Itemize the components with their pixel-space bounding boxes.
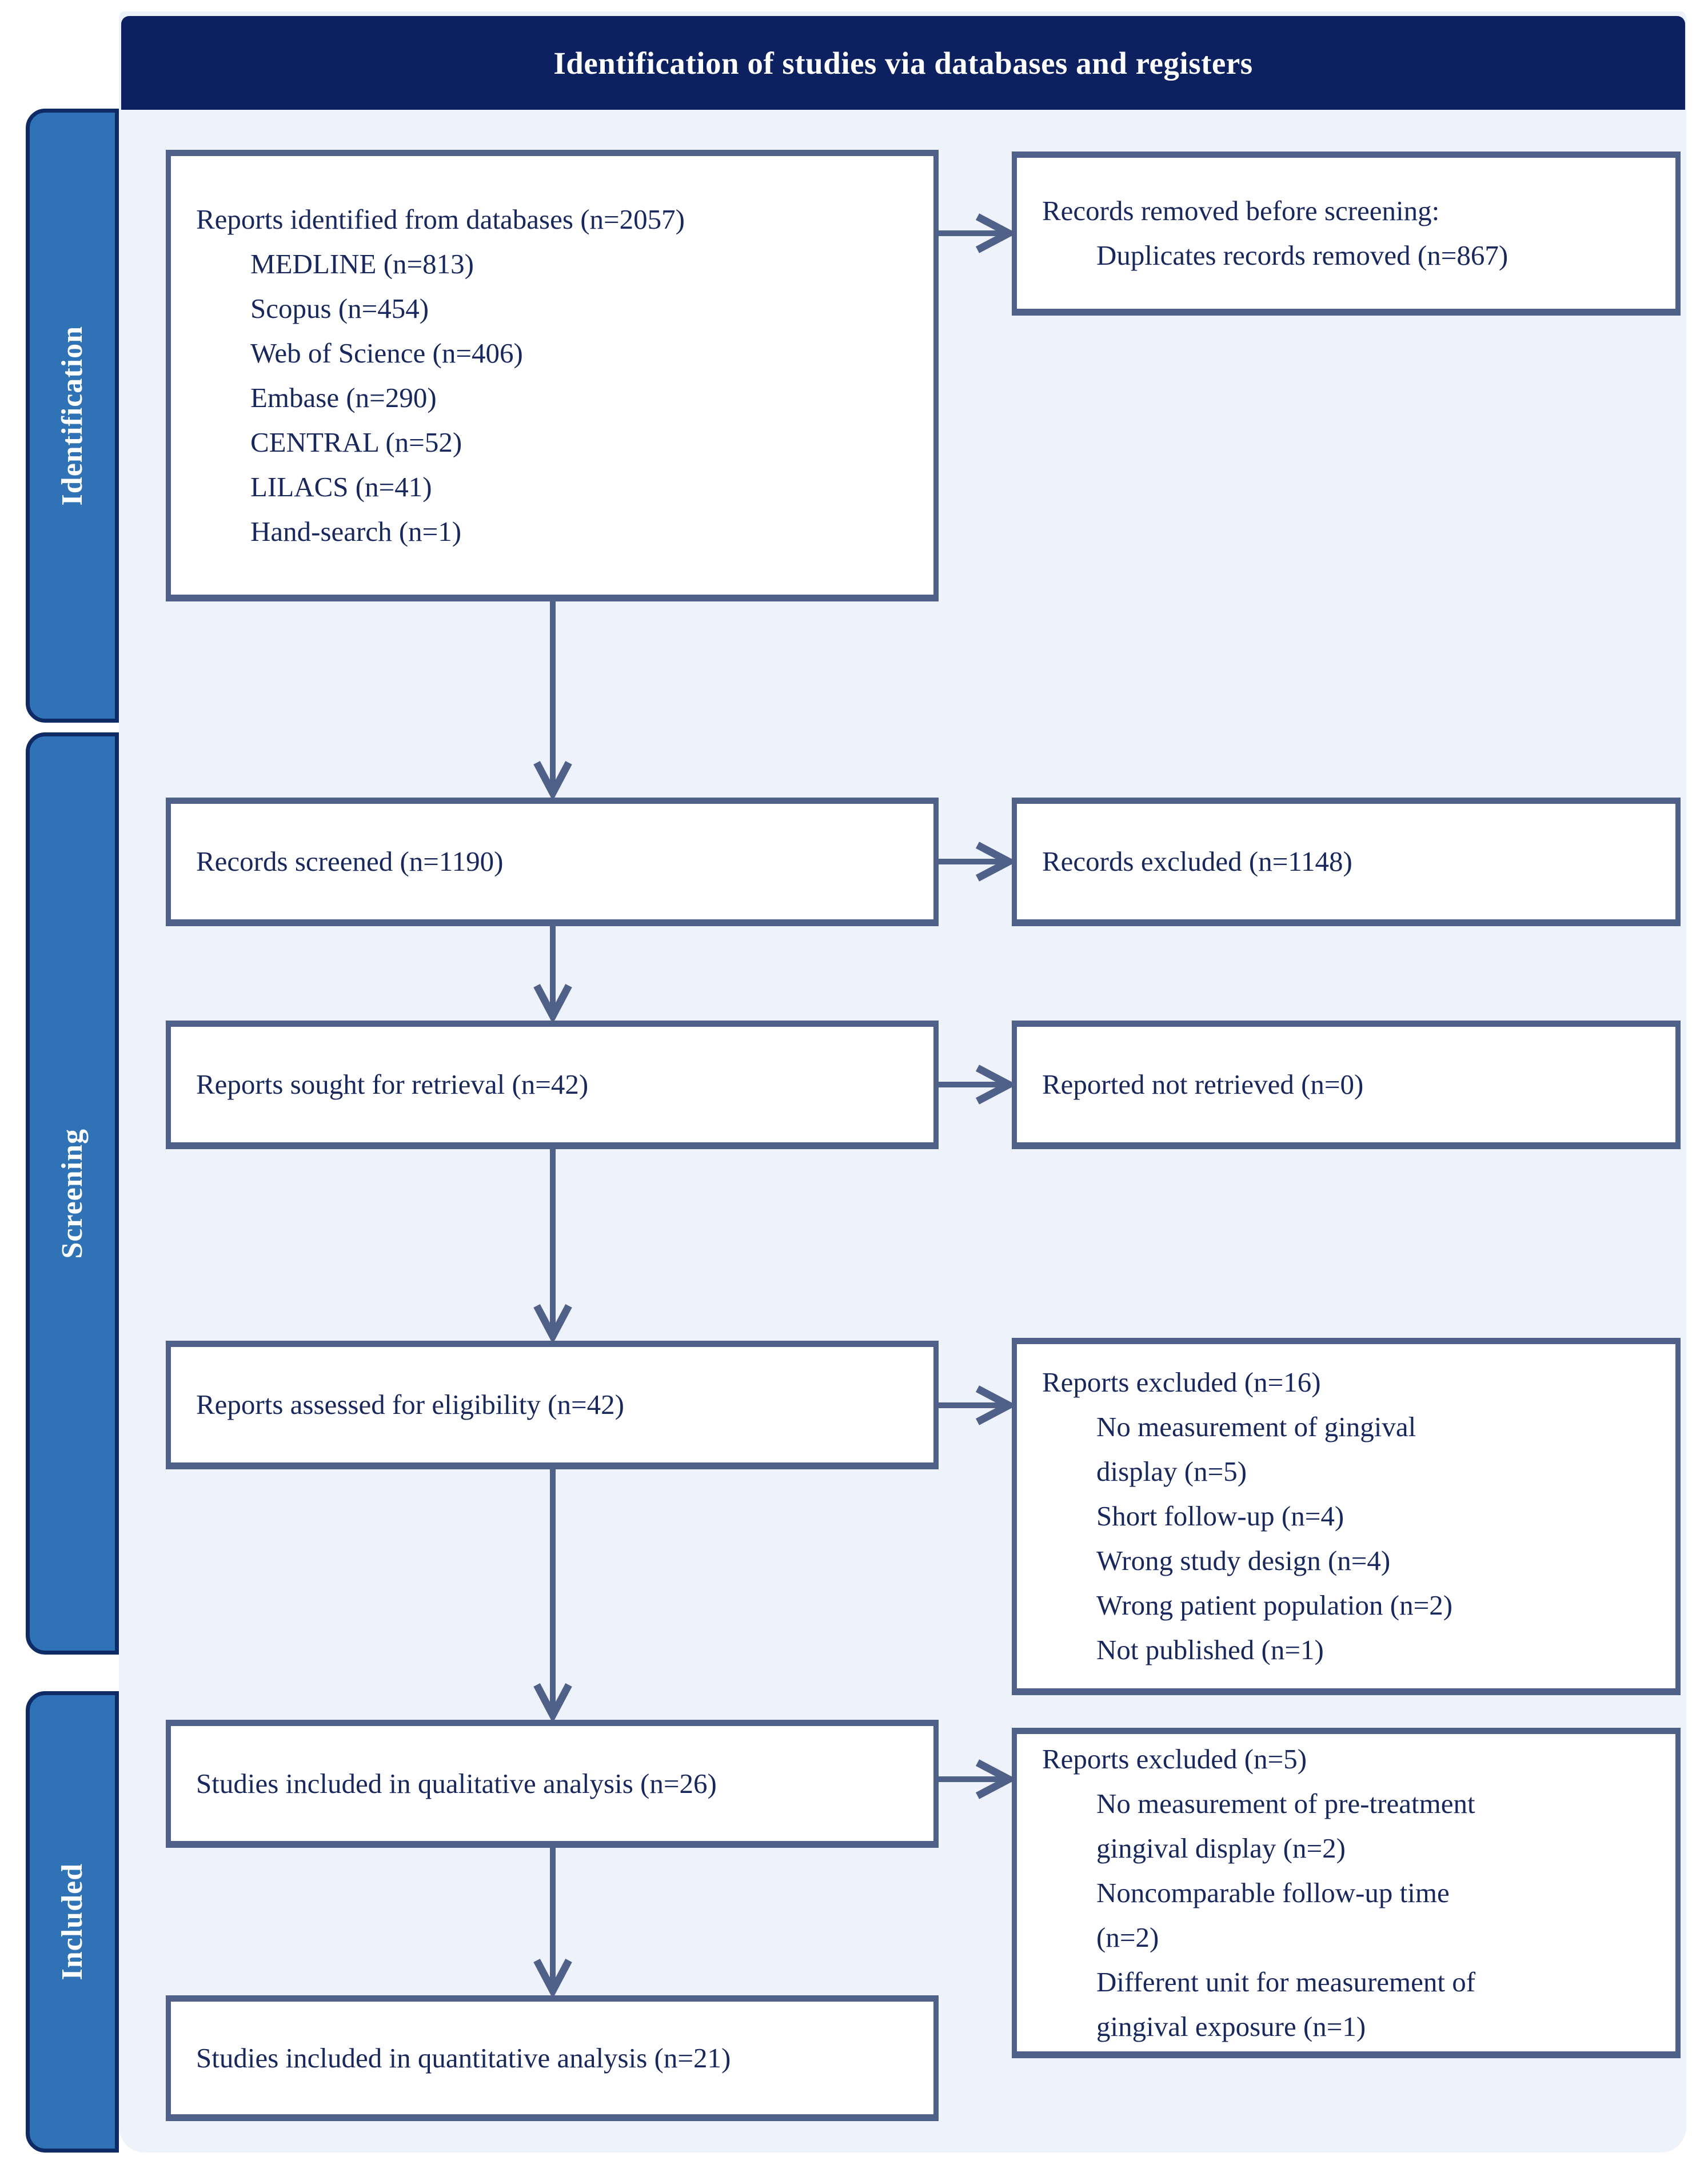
reports-excluded-5-title: Reports excluded (n=5) [1042,1743,1307,1775]
box-reports-excluded-5: Reports excluded (n=5) No measurement of… [1012,1728,1681,2058]
stage-tab-identification: Identification [26,109,119,723]
exclusion-reason: Short follow-up (n=4) [1096,1500,1344,1532]
database-central: CENTRAL (n=52) [250,426,462,458]
box-reports-assessed: Reports assessed for eligibility (n=42) [166,1341,939,1469]
exclusion-reason: Not published (n=1) [1096,1634,1324,1665]
box-records-screened: Records screened (n=1190) [166,798,939,926]
diagram-title: Identification of studies via databases … [553,45,1253,81]
stage-tab-included: Included [26,1691,119,2153]
box-reports-identified: Reports identified from databases (n=205… [166,150,939,601]
reports-not-retrieved-label: Reported not retrieved (n=0) [1042,1069,1364,1100]
duplicates-removed-label: Duplicates records removed (n=867) [1096,240,1509,271]
exclusion-reason: Noncomparable follow-up time [1096,1876,1450,1908]
exclusion-reason: Wrong study design (n=4) [1096,1545,1391,1576]
box-reports-not-retrieved: Reported not retrieved (n=0) [1012,1021,1681,1149]
arrow-assessed-to-qualitative [518,1469,587,1720]
exclusion-reason: Different unit for measurement of [1096,1966,1476,1998]
arrow-screened-to-excluded [937,824,1013,899]
box-records-removed-before-screening: Records removed before screening: Duplic… [1012,152,1681,316]
arrow-identified-to-removed [937,196,1013,270]
exclusion-reason: No measurement of pre-treatment [1096,1787,1475,1819]
box-reports-sought: Reports sought for retrieval (n=42) [166,1021,939,1149]
stage-label-included: Included [56,1863,89,1980]
box-reports-excluded-16: Reports excluded (n=16) No measurement o… [1012,1338,1681,1695]
arrow-sought-to-assessed [518,1149,587,1341]
reports-assessed-label: Reports assessed for eligibility (n=42) [196,1389,624,1420]
stage-label-identification: Identification [56,325,89,506]
reports-sought-label: Reports sought for retrieval (n=42) [196,1069,589,1100]
box-quantitative-analysis: Studies included in quantitative analysi… [166,1995,939,2121]
arrow-identified-to-screened [518,601,587,798]
exclusion-reason-cont: gingival display (n=2) [1096,1832,1346,1864]
arrow-qualitative-to-excluded5 [937,1742,1013,1816]
database-embase: Embase (n=290) [250,381,437,413]
arrow-sought-to-notretrieved [937,1047,1013,1122]
exclusion-reason: Wrong patient population (n=2) [1096,1589,1453,1621]
stage-tab-screening: Screening [26,732,119,1655]
box-records-excluded: Records excluded (n=1148) [1012,798,1681,926]
database-hand-search: Hand-search (n=1) [250,515,462,547]
reports-identified-title: Reports identified from databases (n=205… [196,203,685,235]
database-scopus: Scopus (n=454) [250,292,429,324]
arrow-qualitative-to-quantitative [518,1848,587,1995]
qualitative-analysis-label: Studies included in qualitative analysis… [196,1767,717,1799]
arrow-assessed-to-excluded16 [937,1368,1013,1442]
database-web-of-science: Web of Science (n=406) [250,337,523,369]
records-excluded-label: Records excluded (n=1148) [1042,846,1352,877]
exclusion-reason-cont: gingival exposure (n=1) [1096,2010,1366,2042]
database-lilacs: LILACS (n=41) [250,471,432,503]
exclusion-reason-cont: (n=2) [1096,1921,1159,1953]
database-medline: MEDLINE (n=813) [250,248,474,280]
stage-label-screening: Screening [56,1128,89,1259]
diagram-header: Identification of studies via databases … [121,16,1685,110]
records-screened-label: Records screened (n=1190) [196,846,504,877]
exclusion-reason: No measurement of gingival [1096,1411,1416,1442]
exclusion-reason-cont: display (n=5) [1096,1456,1247,1487]
reports-excluded-16-title: Reports excluded (n=16) [1042,1366,1321,1398]
arrow-screened-to-sought [518,926,587,1021]
box-qualitative-analysis: Studies included in qualitative analysis… [166,1720,939,1848]
records-removed-title: Records removed before screening: [1042,195,1440,226]
quantitative-analysis-label: Studies included in quantitative analysi… [196,2042,731,2074]
